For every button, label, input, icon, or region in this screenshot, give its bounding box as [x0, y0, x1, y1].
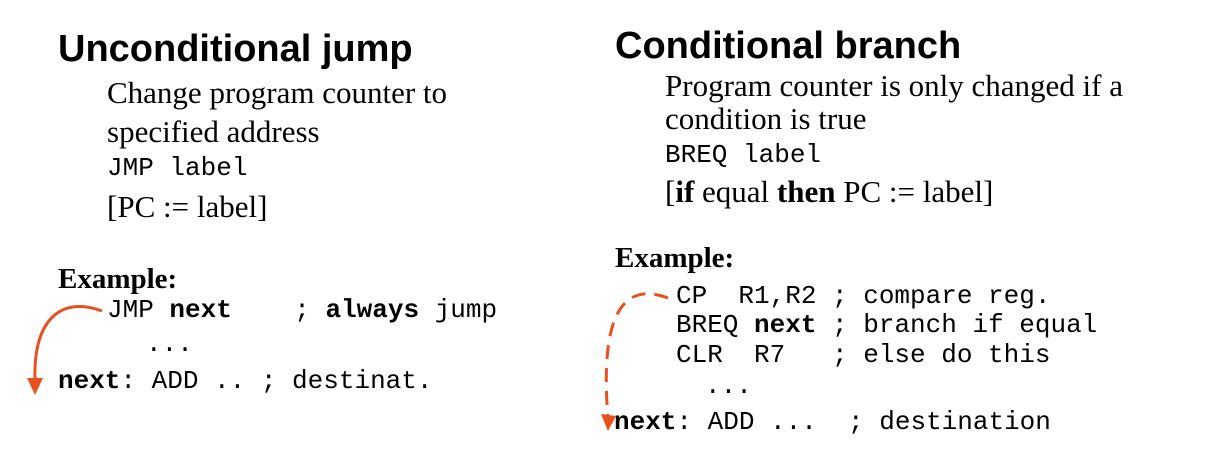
right-code-line2-rest: ; branch if equal: [816, 310, 1098, 340]
left-desc-line1: Change program counter to: [107, 75, 448, 110]
left-semantics: [PC := label]: [107, 189, 268, 224]
left-desc-line2: specified address: [107, 114, 320, 149]
right-code-target: next: [754, 310, 817, 340]
right-semantics: [if equal then PC := label]: [665, 176, 993, 207]
right-semantics-then: then: [776, 174, 836, 209]
left-example-label: Example:: [58, 263, 178, 295]
right-example-label: Example:: [615, 242, 735, 274]
left-code-op: JMP: [107, 295, 170, 325]
right-code-line1: CP R1,R2 ; compare reg.: [676, 281, 1051, 311]
left-code-line3: next: ADD .. ; destinat.: [58, 368, 432, 394]
left-code-label: next: [58, 366, 121, 396]
right-instruction: BREQ label: [665, 140, 822, 170]
unconditional-jump-arrowhead: [27, 378, 43, 395]
left-code-comment-bold: always: [325, 295, 420, 325]
left-code-line3-rest: : ADD .. ; destinat.: [120, 366, 433, 396]
left-instruction: JMP label: [107, 153, 248, 183]
conditional-branch-arrowhead: [601, 414, 616, 431]
conditional-branch-arrow: [604, 292, 669, 419]
right-code-line2: BREQ next ; branch if equal: [676, 312, 1097, 338]
right-code-line3: CLR R7 ; else do this: [676, 340, 1051, 370]
right-code-line5: next: ADD ... ; destination: [614, 409, 1051, 435]
right-code-op: BREQ: [676, 310, 755, 340]
left-code-line2: ...: [146, 329, 193, 359]
right-semantics-if: if: [675, 174, 695, 209]
right-title: Conditional branch: [615, 25, 962, 67]
left-code-comment-pre: ;: [231, 295, 326, 325]
right-semantics-mid: equal: [694, 174, 777, 209]
right-code-line4: ...: [705, 371, 752, 401]
right-semantics-open: [: [665, 174, 676, 209]
right-desc-line2: condition is true: [665, 101, 867, 136]
unconditional-jump-arrow: [33, 305, 103, 382]
left-title: Unconditional jump: [58, 28, 413, 70]
right-code-label: next: [614, 407, 677, 437]
left-code-target: next: [169, 295, 232, 325]
right-semantics-rest: PC := label]: [835, 174, 994, 209]
left-code-comment-post: jump: [419, 295, 498, 325]
right-desc-line1: Program counter is only changed if a: [665, 68, 1123, 103]
left-code-line1: JMP next ; always jump: [107, 297, 497, 323]
right-code-line5-rest: : ADD ... ; destination: [676, 407, 1051, 437]
